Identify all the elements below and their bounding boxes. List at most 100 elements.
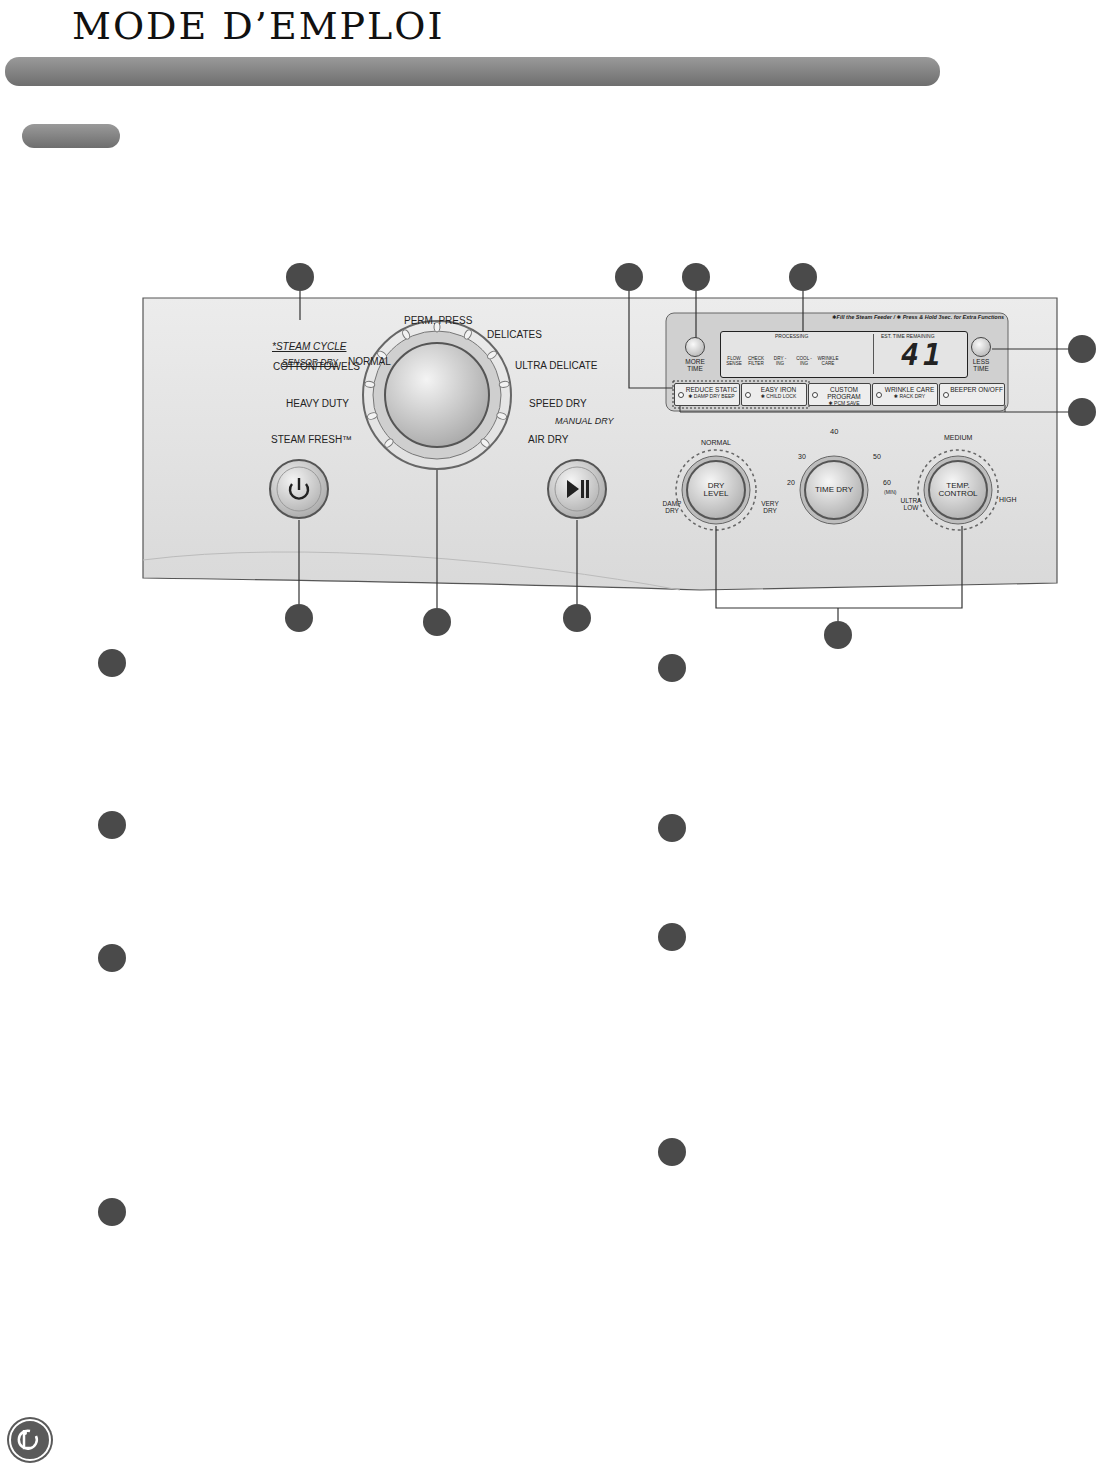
button-label: EASY IRON <box>751 387 806 394</box>
panel-label: HEAVY DUTY <box>286 399 349 410</box>
display-text: PROCESSING <box>775 334 808 339</box>
panel-label: DELICATES <box>487 330 542 341</box>
callout-circle <box>658 1138 686 1166</box>
dial-led <box>364 381 375 388</box>
button-label: CUSTOM PROGRAM <box>818 387 870 401</box>
extra-function: ✱ PCM SAVE <box>818 401 870 406</box>
callout-circle <box>286 263 314 291</box>
display-divider <box>873 334 874 374</box>
dial-led <box>499 381 510 388</box>
panel-label: 60 <box>883 479 891 486</box>
lg-logo <box>19 1430 37 1449</box>
display-text: WRINKLE CARE <box>817 357 839 367</box>
display-text: DRY -ING <box>771 357 789 367</box>
dial-led <box>383 437 394 448</box>
dial-led <box>486 350 498 361</box>
display-housing <box>666 313 1008 411</box>
panel-label: 40 <box>830 428 838 436</box>
knob-label: TEMP. CONTROL <box>938 482 978 499</box>
option-button: WRINKLE CARE✱ RACK DRY <box>872 383 938 406</box>
panel-label: DAMP DRY <box>659 501 685 515</box>
dial-led <box>463 329 473 341</box>
start-button <box>548 460 606 518</box>
callout-circle <box>658 923 686 951</box>
dial-leds <box>364 322 509 449</box>
power-button <box>270 460 328 518</box>
button-label: WRINKLE CARE <box>882 387 937 394</box>
panel-label: ULTRA DELICATE <box>515 361 597 372</box>
pause-icon <box>586 480 589 498</box>
led <box>812 392 818 398</box>
panel-label: NORMAL <box>701 439 731 446</box>
panel-label: 50 <box>873 453 881 460</box>
option-button: CUSTOM PROGRAM✱ PCM SAVE <box>808 383 871 406</box>
play-icon <box>567 480 579 498</box>
leader-lines <box>299 291 1068 608</box>
panel-label: 20 <box>787 479 795 486</box>
dial-led <box>367 412 378 421</box>
round-button <box>685 337 705 357</box>
panel-label: ULTRA LOW <box>897 498 925 512</box>
section-pill <box>22 124 120 148</box>
knob-label: DRY LEVEL <box>696 482 736 499</box>
callout-circle <box>789 263 817 291</box>
display-text: CHECK FILTER <box>745 357 767 367</box>
option-button: BEEPER ON/OFF <box>939 383 1005 406</box>
callout-circle <box>682 263 710 291</box>
button-label: BEEPER ON/OFF <box>949 387 1004 394</box>
header-bar <box>5 57 940 86</box>
dotted-group <box>673 381 809 408</box>
button-label: MORE TIME <box>680 359 710 373</box>
extra-function: ✱ RACK DRY <box>882 394 937 399</box>
knob-label: TIME DRY <box>814 486 854 494</box>
panel-label: 30 <box>798 453 806 460</box>
callout-circle <box>98 649 126 677</box>
option-button: REDUCE STATIC✱ DAMP DRY BEEP <box>674 383 740 406</box>
pause-icon <box>581 480 584 498</box>
extra-function: ✱ DAMP DRY BEEP <box>684 394 739 399</box>
callout-circle <box>563 604 591 632</box>
display-window: PROCESSING FLOW SENSECHECK FILTER DRY -ING… <box>720 331 968 378</box>
callout-circle <box>423 608 451 636</box>
bracket <box>1005 405 1006 412</box>
display-text: COOL -ING <box>795 357 813 367</box>
program-dial <box>385 343 489 447</box>
button-label: REDUCE STATIC <box>684 387 739 394</box>
callout-circle <box>285 604 313 632</box>
display-text: FLOW SENSE <box>723 357 745 367</box>
lg-logo <box>23 1431 27 1435</box>
callout-circle <box>98 1198 126 1226</box>
callout-circle <box>98 944 126 972</box>
page-title: MODE D’EMPLOI <box>72 4 445 48</box>
panel-label: HIGH <box>999 496 1017 503</box>
start-button-rim <box>555 467 599 511</box>
dial-bezel <box>373 331 501 459</box>
panel-label: (MIN) <box>884 490 897 495</box>
callout-circle <box>658 814 686 842</box>
bracket <box>680 412 1005 413</box>
callout-circle <box>658 654 686 682</box>
knob: TEMP. CONTROL <box>928 460 988 520</box>
dial-led <box>496 412 507 421</box>
callout-markers <box>98 263 1096 1226</box>
led <box>678 392 684 398</box>
power-icon <box>298 478 300 490</box>
panel-label: AIR DRY <box>528 435 568 446</box>
power-button-rim <box>277 467 321 511</box>
time-button: LESS TIME <box>966 337 996 379</box>
callout-circle <box>98 811 126 839</box>
knob: DRY LEVEL <box>686 460 746 520</box>
panel-label: *STEAM CYCLE <box>272 342 346 353</box>
time-button: MORE TIME <box>680 337 710 379</box>
panel-label: VERY DRY <box>758 501 782 515</box>
callout-circle <box>1068 335 1096 363</box>
led <box>876 392 882 398</box>
callout-circle <box>824 621 852 649</box>
dial-led <box>479 437 490 448</box>
panel-label: SPEED DRY <box>529 399 587 410</box>
display-text: 41 <box>901 339 945 371</box>
round-button <box>971 337 991 357</box>
led <box>745 392 751 398</box>
